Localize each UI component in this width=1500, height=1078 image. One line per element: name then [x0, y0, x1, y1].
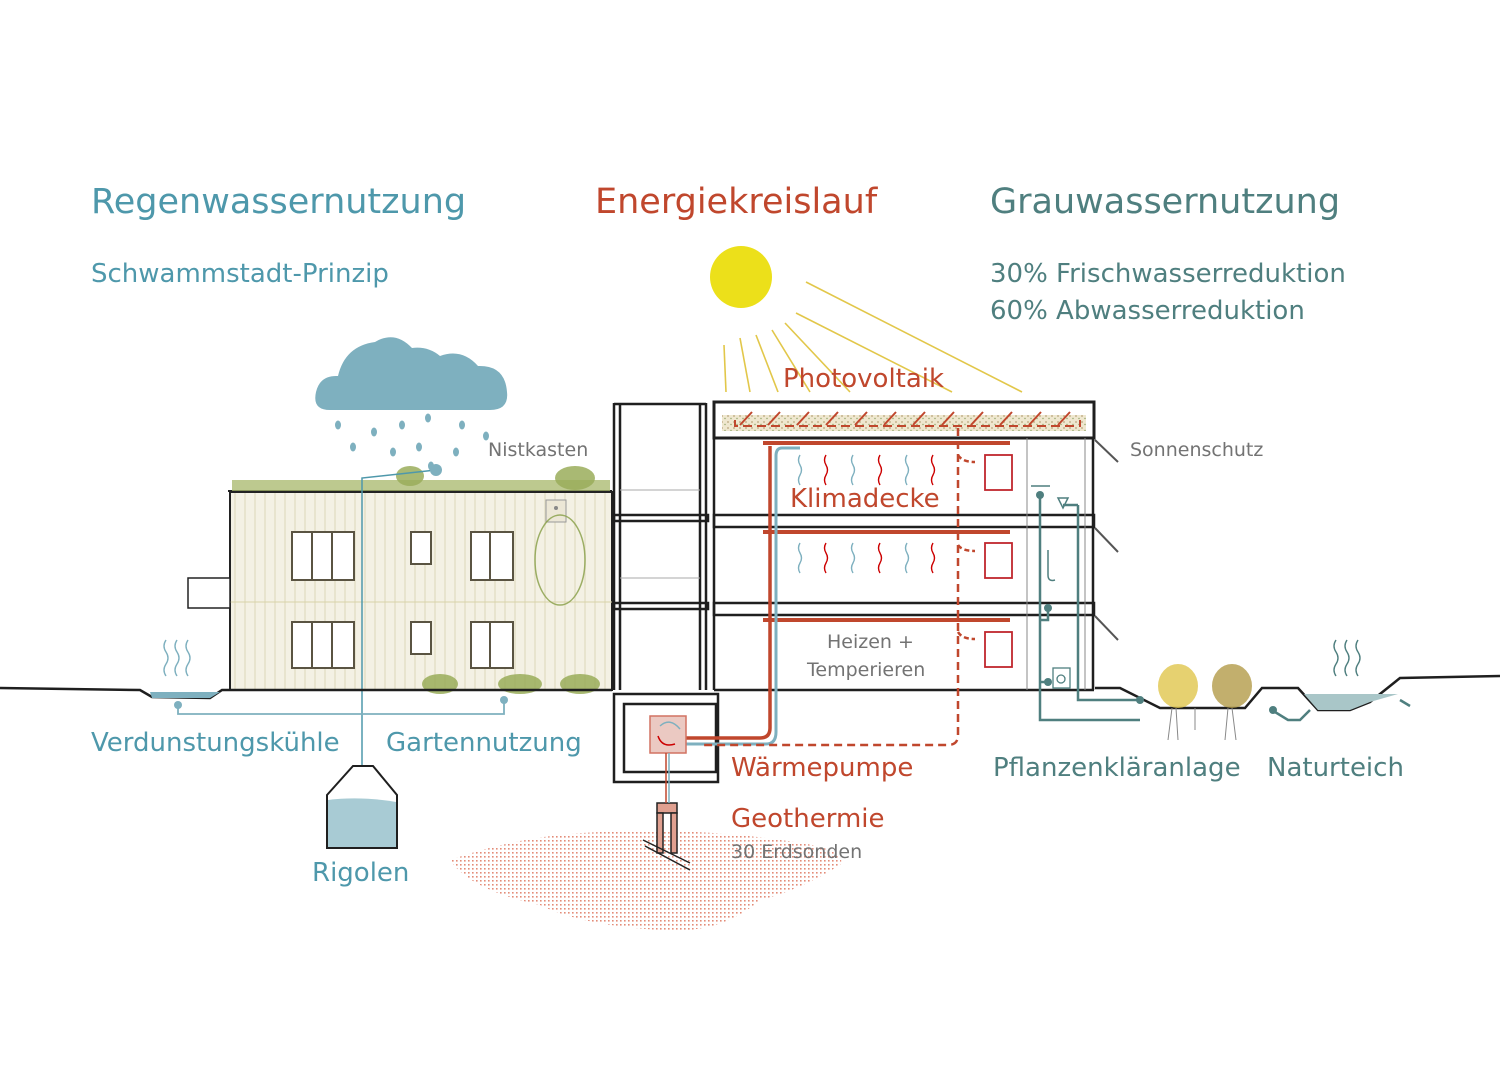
shower-icon	[1031, 485, 1056, 582]
label-pflanzenklaeranlage: Pflanzenkläranlage	[993, 753, 1241, 783]
cloud-icon	[315, 337, 508, 410]
label-rigolen: Rigolen	[312, 858, 410, 888]
label-verdunstungskuehle: Verdunstungskühle	[91, 728, 340, 758]
grey-water-pipes	[1038, 495, 1411, 722]
label-heizen: Heizen +	[827, 631, 914, 653]
label-nistkasten: Nistkasten	[488, 439, 589, 461]
geothermal-field	[450, 831, 842, 931]
pond	[1304, 694, 1398, 710]
grey-water-section-title: Grauwassernutzung	[990, 182, 1341, 222]
stair-tower	[612, 402, 710, 690]
label-temperieren: Temperieren	[807, 659, 926, 681]
label-naturteich: Naturteich	[1267, 753, 1404, 783]
label-gartennutzung: Gartennutzung	[386, 728, 582, 758]
waste-water-reduction: 60% Abwasserreduktion	[990, 296, 1305, 326]
evaporation-icon	[163, 639, 191, 677]
rain-drop-icon	[335, 413, 489, 471]
left-building	[187, 464, 613, 775]
heat-pump-icon	[649, 715, 687, 803]
probe	[642, 802, 691, 871]
fresh-water-reduction: 30% Frischwasserreduktion	[990, 259, 1346, 289]
label-klimadecke: Klimadecke	[790, 484, 940, 514]
label-sonnenschutz: Sonnenschutz	[1130, 439, 1264, 461]
rain-pipes	[177, 702, 505, 715]
rain-section-subtitle: Schwammstadt-Prinzip	[91, 259, 389, 289]
label-photovoltaik: Photovoltaik	[783, 364, 945, 394]
radiator-icon	[984, 454, 1013, 668]
label-geothermie: Geothermie	[731, 804, 885, 834]
sun-icon	[710, 246, 1023, 393]
energy-section-title: Energiekreislauf	[595, 182, 878, 222]
pv-panels	[734, 411, 1081, 427]
label-erdsonden: 30 Erdsonden	[731, 841, 863, 863]
energy-pipes	[680, 428, 1010, 747]
sink-icon	[1056, 497, 1070, 510]
rain-section-title: Regenwassernutzung	[91, 182, 467, 222]
main-building	[612, 400, 1119, 784]
washing-machine-icon	[1052, 667, 1071, 689]
reed-plant-icon	[1158, 664, 1252, 741]
label-waermepumpe: Wärmepumpe	[731, 753, 914, 783]
evaporation-icon	[1333, 639, 1361, 677]
tank-icon	[326, 765, 398, 849]
